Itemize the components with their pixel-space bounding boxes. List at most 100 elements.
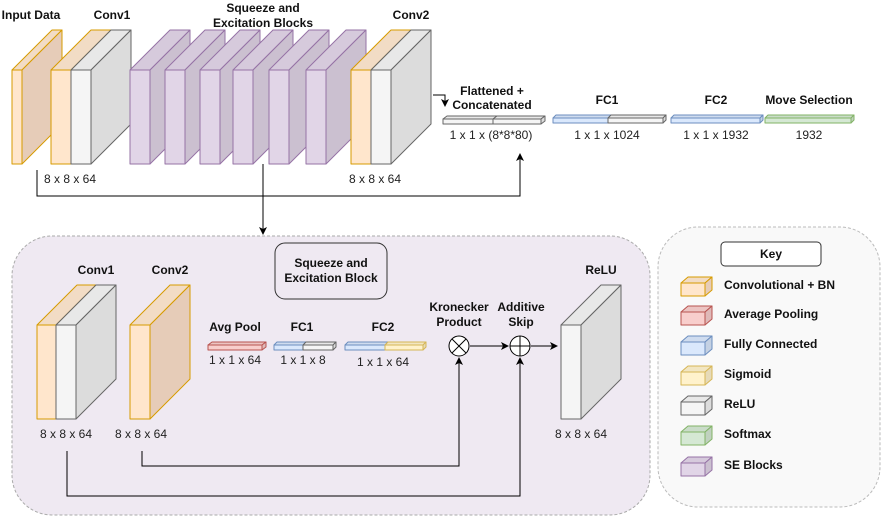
se-relu-label: ReLU <box>585 263 616 277</box>
se-relu-cube-front-0 <box>560 324 582 420</box>
se-block-cube-1-front-0 <box>129 69 151 165</box>
se-block-cube-6-front-0 <box>305 69 327 165</box>
se-block-title-line2: Excitation Block <box>284 271 378 285</box>
flattened-bar <box>442 115 546 125</box>
se-fc2-bar <box>344 341 427 351</box>
flattened-label-line2: Concatenated <box>452 98 531 112</box>
se-fc1-bar <box>273 341 337 351</box>
se-conv2-dims: 8 x 8 x 64 <box>115 427 167 441</box>
flattened-bar-front-0 <box>442 118 494 125</box>
key-item-label: Fully Connected <box>724 337 817 351</box>
key-item-sigmoid: Sigmoid <box>680 365 771 386</box>
se-fc1-dims: 1 x 1 x 8 <box>280 353 326 367</box>
se-fc1-bar-front-1 <box>302 344 334 351</box>
flattened-bar-front-1 <box>492 118 542 125</box>
se-fc2-dims: 1 x 1 x 64 <box>357 355 409 369</box>
se-conv1-cube-front-1 <box>55 324 77 420</box>
top-conv2-cube-front-1 <box>370 69 392 165</box>
se-fc2-bar-front-1 <box>384 344 424 351</box>
key-item-label: ReLU <box>724 397 755 411</box>
top-conv2-dims: 8 x 8 x 64 <box>349 172 401 186</box>
se-block-cube-2-front-0 <box>164 69 186 165</box>
flattened-label-line1: Flattened + <box>460 84 524 98</box>
key-item-label: Convolutional + BN <box>724 278 835 292</box>
move-selection-bar-front-0 <box>764 117 852 124</box>
key-swatch-icon-pool <box>680 305 713 326</box>
top-conv1-dims: 8 x 8 x 64 <box>44 172 96 186</box>
input-data-label: Input Data <box>2 8 61 22</box>
key-item-se-blocks: SE Blocks <box>680 456 783 477</box>
top-conv2-cube-front-0 <box>350 69 372 165</box>
top-fc2-bar <box>670 114 764 124</box>
se-block-cube-5-front-0 <box>268 69 290 165</box>
move-selection-bar <box>764 114 855 124</box>
key-swatch-icon-conv-front-0 <box>680 282 706 297</box>
key-item-convolutional-bn: Convolutional + BN <box>680 276 835 297</box>
se-conv1-cube <box>36 284 117 420</box>
se-conv2-label: Conv2 <box>152 263 189 277</box>
se-blocks-label-line1: Squeeze and <box>226 1 299 15</box>
top-fc1-dims: 1 x 1 x 1024 <box>574 128 640 142</box>
se-fc2-label: FC2 <box>372 320 395 334</box>
avg-pool-bar-front-0 <box>207 344 263 351</box>
key-item-label: Softmax <box>724 427 772 441</box>
se-conv2-cube <box>129 284 191 420</box>
se-conv1-dims: 8 x 8 x 64 <box>40 427 92 441</box>
key-title: Key <box>760 247 782 261</box>
conv1-skip-to-flatten-arrow <box>36 153 524 197</box>
se-block-cube-4-front-0 <box>232 69 254 165</box>
top-fc1-bar-front-0 <box>552 117 609 124</box>
avg-pool-label: Avg Pool <box>209 320 261 334</box>
key-swatch-icon-relu-front-0 <box>680 401 706 416</box>
se-fc2-bar-front-0 <box>344 344 386 351</box>
top-fc1-label: FC1 <box>596 93 619 107</box>
se-relu-cube <box>560 284 622 420</box>
kronecker-label-line2: Product <box>436 315 481 329</box>
key-item-fully-connected: Fully Connected <box>680 335 817 356</box>
top-fc2-dims: 1 x 1 x 1932 <box>683 128 749 142</box>
additive-label-line1: Additive <box>497 300 545 314</box>
se-relu-dims: 8 x 8 x 64 <box>555 427 607 441</box>
conv2-to-flatten-arrow <box>433 94 449 107</box>
se-conv2-cube-front-0 <box>129 324 151 420</box>
se-blocks-label-line2: Excitation Blocks <box>213 16 313 30</box>
top-conv1-cube-front-0 <box>50 69 72 165</box>
key-item-label: SE Blocks <box>724 458 783 472</box>
key-swatch-icon-conv <box>680 276 713 297</box>
flattened-dims: 1 x 1 x (8*8*80) <box>450 128 533 142</box>
key-swatch-icon-softmax-front-0 <box>680 431 706 446</box>
key-item-softmax: Softmax <box>680 425 772 446</box>
se-block-title-line1: Squeeze and <box>294 256 367 270</box>
top-conv2-cube <box>350 29 432 165</box>
se-fc1-bar-front-0 <box>273 344 304 351</box>
input-data-cube-front-0 <box>11 69 23 165</box>
se-block-title-box <box>274 242 388 300</box>
move-selection-label: Move Selection <box>765 93 852 107</box>
key-item-average-pooling: Average Pooling <box>680 305 818 326</box>
top-conv2-label: Conv2 <box>393 8 430 22</box>
key-panel <box>657 226 881 508</box>
additive-label-line2: Skip <box>508 315 533 329</box>
kronecker-label-line1: Kronecker <box>429 300 489 314</box>
top-fc1-bar <box>552 114 667 124</box>
kronecker-product-icon <box>448 335 470 357</box>
avg-pool-dims: 1 x 1 x 64 <box>209 353 261 367</box>
key-swatch-icon-fc <box>680 335 713 356</box>
conv2-to-kronecker-arrow <box>141 357 463 467</box>
key-swatch-icon-sigmoid-front-0 <box>680 371 706 386</box>
top-fc2-bar-front-0 <box>670 117 761 124</box>
key-swatch-icon-softmax <box>680 425 713 446</box>
top-conv1-cube-front-1 <box>70 69 92 165</box>
se-fc1-label: FC1 <box>291 320 314 334</box>
avg-pool-bar <box>207 341 267 351</box>
key-swatch-icon-fc-front-0 <box>680 341 706 356</box>
top-fc2-label: FC2 <box>705 93 728 107</box>
move-selection-dims: 1932 <box>796 128 823 142</box>
conv1-skip-to-add-arrow <box>66 357 524 497</box>
key-swatch-icon-se <box>680 456 713 477</box>
key-title-box <box>720 241 822 267</box>
key-item-relu: ReLU <box>680 395 755 416</box>
se-block-cube-3-front-0 <box>199 69 221 165</box>
top-conv1-cube <box>50 29 132 165</box>
